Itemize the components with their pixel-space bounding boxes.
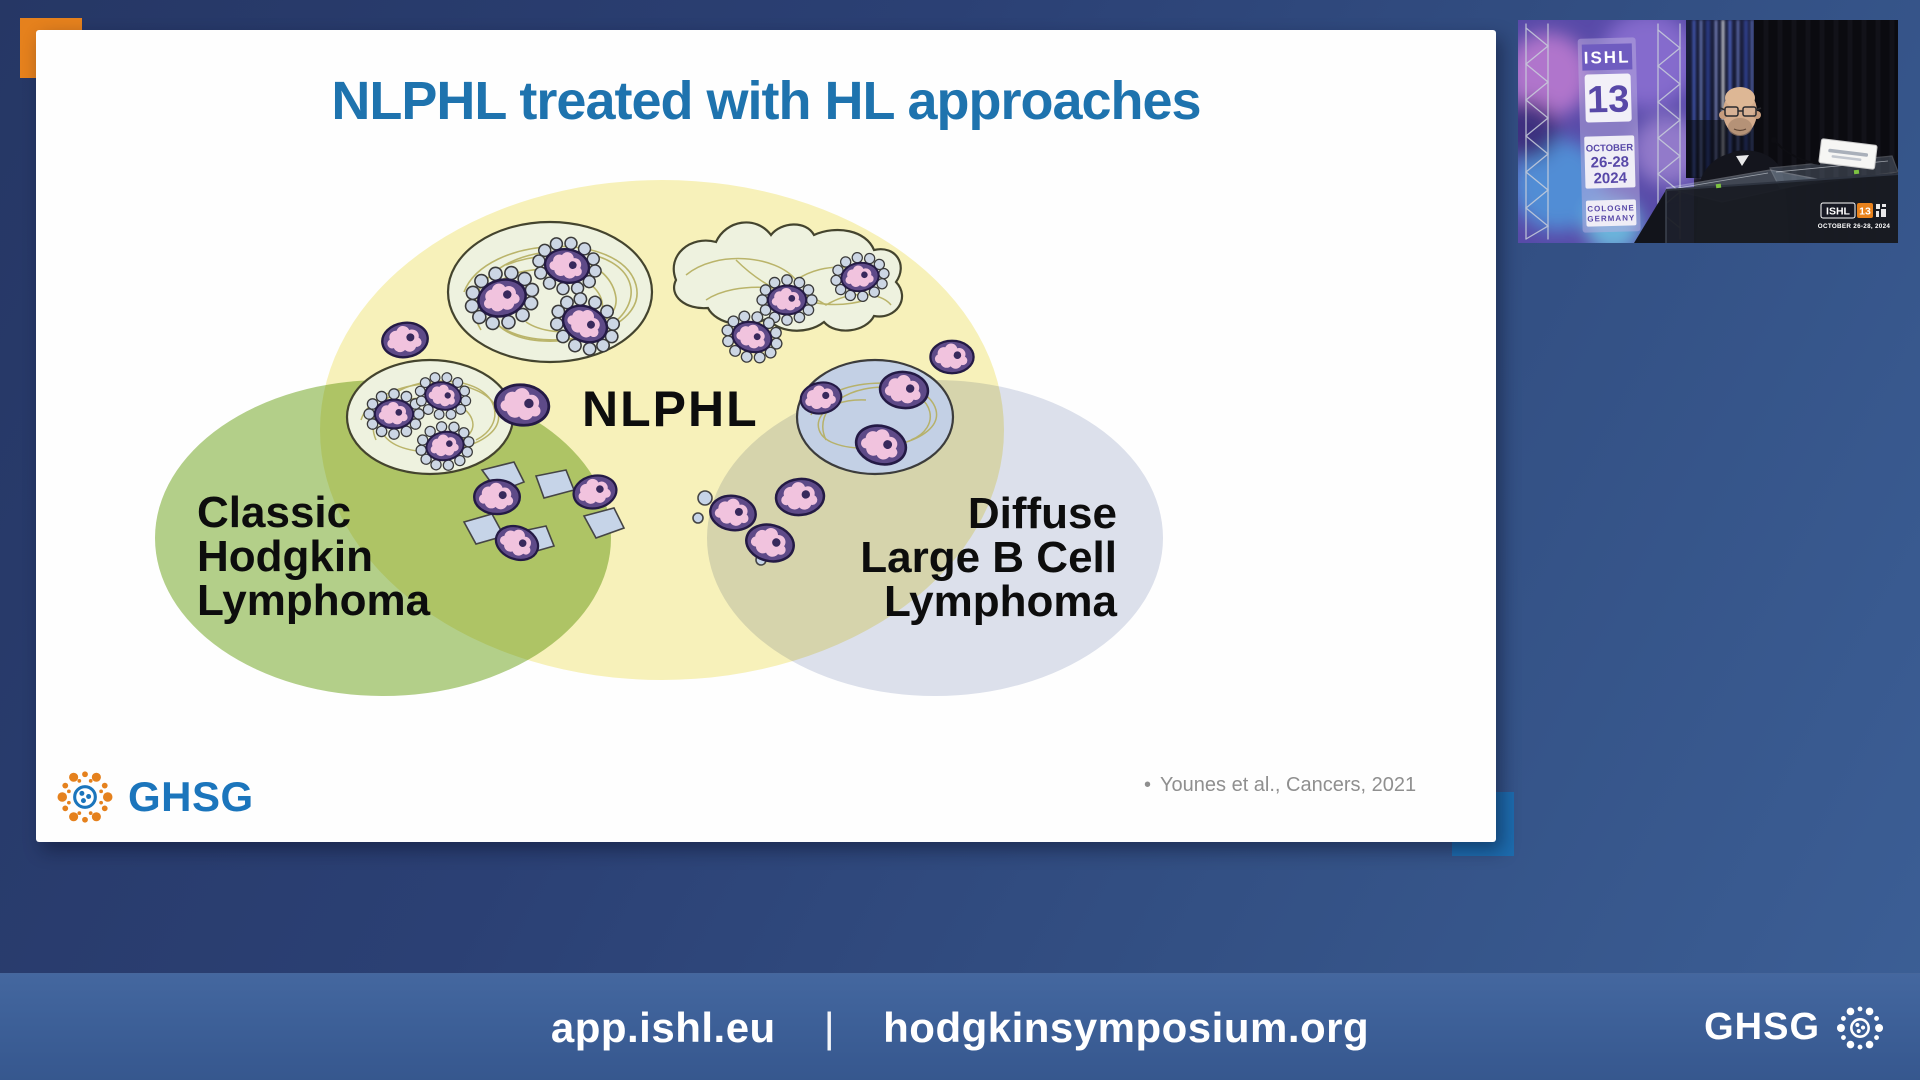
citation-text: Younes et al., Cancers, 2021 xyxy=(1160,774,1417,796)
ghsg-dot-logo-white-icon xyxy=(1836,1006,1884,1049)
footer-separator: | xyxy=(823,1003,836,1051)
footer-links: app.ishl.eu | hodgkinsymposium.org xyxy=(551,1004,1369,1052)
citation-bullet: • xyxy=(1144,774,1152,796)
speaker-name-card xyxy=(1818,138,1878,170)
follicle-small xyxy=(345,358,515,475)
label-dlbcl-line3: Lymphoma xyxy=(884,577,1118,626)
footer-link-app[interactable]: app.ishl.eu xyxy=(550,1003,776,1051)
podium xyxy=(1634,137,1899,243)
footer-brand-wordmark: GHSG xyxy=(1704,1006,1820,1048)
chl-circle xyxy=(155,380,611,696)
banner-date-days: 26-28 xyxy=(1590,153,1629,171)
stream-watermark: ISHL 13 OCTOBER 26-28, 2024 xyxy=(1818,202,1891,230)
venn-diagram: Classic Hodgkin Lymphoma NLPHL Diffuse L… xyxy=(155,180,1163,696)
irregular-follicle-blob xyxy=(672,221,903,369)
slide-corner-accent-blue-2 xyxy=(1452,838,1514,856)
banner-location-city: COLOGNE xyxy=(1587,203,1635,213)
label-classic-line3: Lymphoma xyxy=(197,576,431,625)
banner-date-year: 2024 xyxy=(1593,170,1627,188)
watermark-event: ISHL xyxy=(1826,206,1851,218)
citation: • Younes et al., Cancers, 2021 xyxy=(1144,774,1416,797)
banner-event: ISHL xyxy=(1583,47,1630,67)
footer-link-symposium[interactable]: hodgkinsymposium.org xyxy=(883,1003,1370,1051)
banner-location-country: GERMANY xyxy=(1587,213,1635,223)
watermark-date: OCTOBER 26-28, 2024 xyxy=(1818,223,1891,230)
ghsg-slide-logo: GHSG xyxy=(54,766,254,828)
footer-brand: GHSG xyxy=(1704,1002,1886,1054)
watermark-edition: 13 xyxy=(1859,206,1871,218)
label-dlbcl-line2: Large B Cell xyxy=(860,533,1117,582)
label-nlphl: NLPHL xyxy=(582,381,759,437)
event-banner: ISHL 13 OCTOBER 26-28 2024 COLOGNE GERMA… xyxy=(1577,37,1641,233)
glasses-icon xyxy=(1719,106,1762,117)
microphone-icon xyxy=(1775,141,1821,165)
banner-date-month: OCTOBER xyxy=(1586,142,1634,154)
speaker-video-feed[interactable]: ISHL 13 OCTOBER 26-28 2024 COLOGNE GERMA… xyxy=(1498,12,1899,253)
ghsg-wordmark: GHSG xyxy=(128,773,254,820)
footer-bar: app.ishl.eu | hodgkinsymposium.org GHSG xyxy=(0,973,1920,1080)
follicle-large xyxy=(446,220,654,366)
label-dlbcl-line1: Diffuse xyxy=(968,489,1117,538)
label-classic-line2: Hodgkin xyxy=(197,532,373,581)
slide: NLPHL treated with HL approaches xyxy=(36,30,1496,842)
ghsg-dot-logo-icon xyxy=(57,771,113,823)
slide-title: NLPHL treated with HL approaches xyxy=(331,71,1201,131)
banner-edition: 13 xyxy=(1587,78,1630,121)
transformed-follicle-blue xyxy=(795,358,955,476)
label-classic-line1: Classic xyxy=(197,488,351,537)
